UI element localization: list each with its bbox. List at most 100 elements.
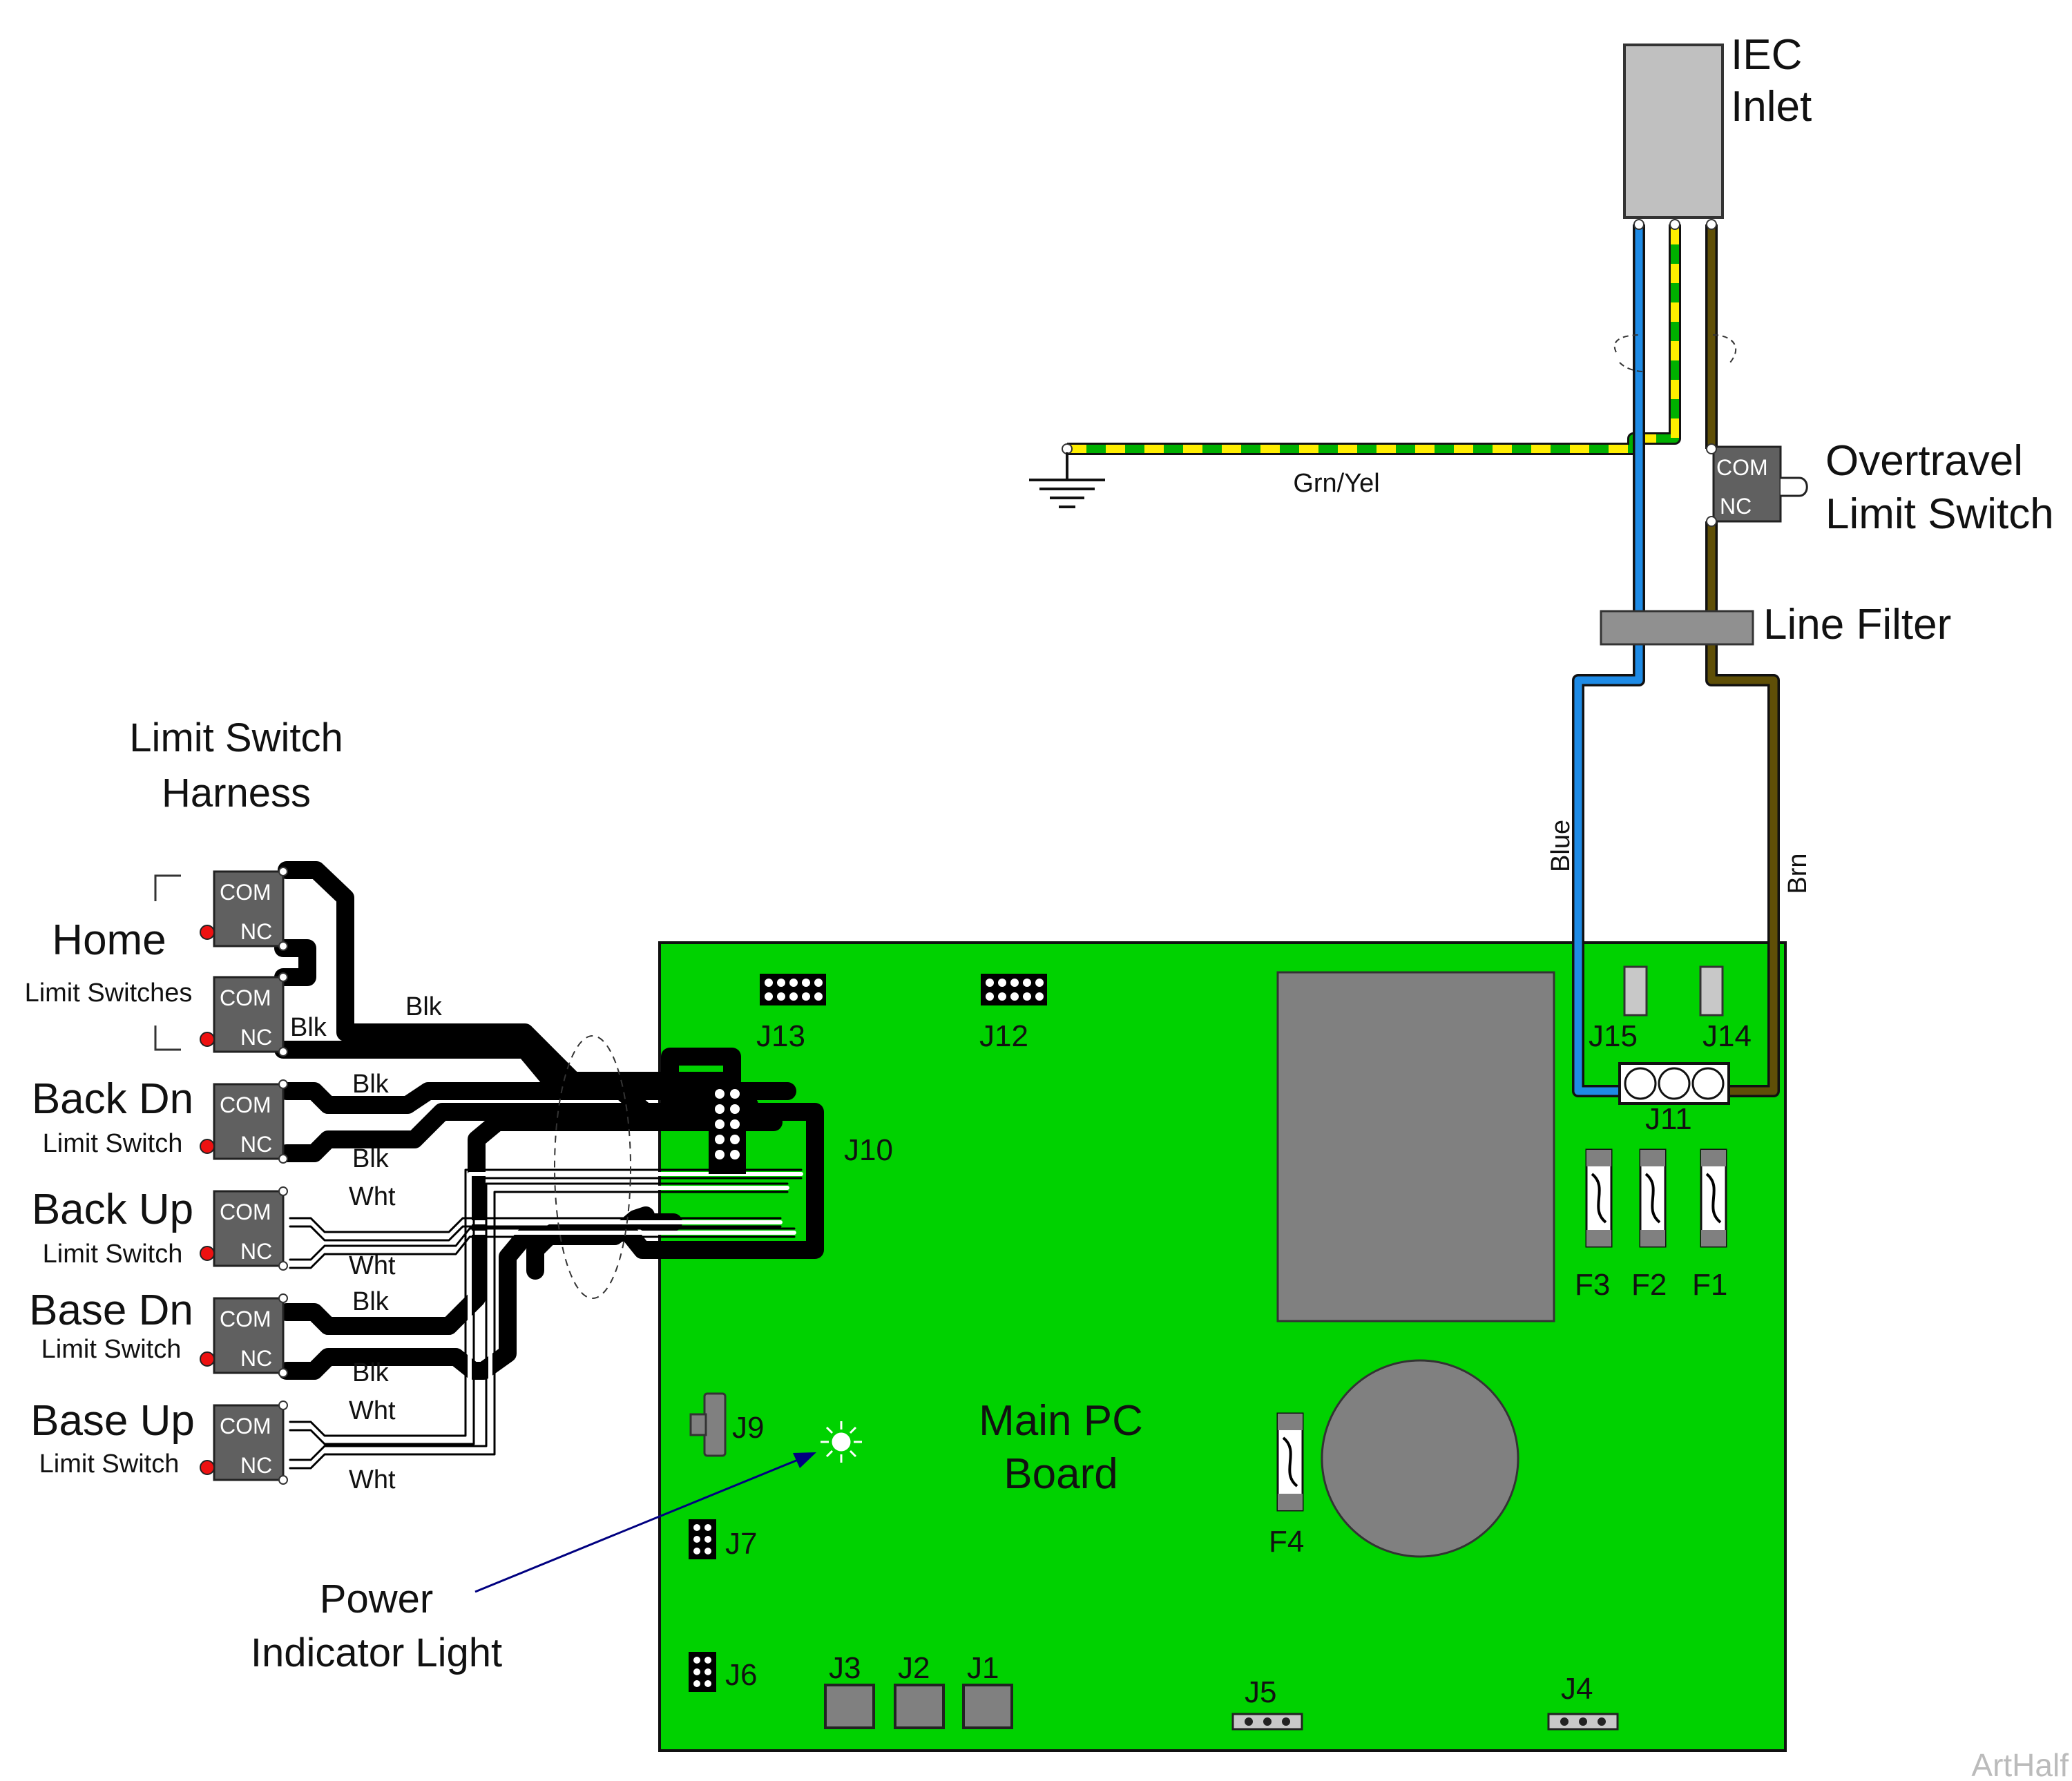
main-board-label-1: Main PC — [979, 1397, 1143, 1445]
base-up-switch-name: Base Up — [30, 1397, 195, 1445]
overtravel-label-2: Limit Switch — [1825, 490, 2054, 538]
j10-connector — [709, 1084, 746, 1174]
bundle-tie-harness — [554, 1035, 631, 1299]
brown-wire-label: Brn — [1783, 853, 1812, 894]
home-switch-sub: Limit Switches — [25, 979, 193, 1008]
j1-connector — [962, 1684, 1013, 1729]
blue-wire-label: Blue — [1546, 820, 1575, 872]
j6-header — [689, 1652, 716, 1692]
inlet-terminal-ground — [1669, 219, 1680, 230]
home-switch-name: Home — [52, 916, 166, 964]
back-dn-switch-name: Back Dn — [32, 1075, 193, 1123]
wire-label-blk-base-dn-nc: Blk — [352, 1358, 390, 1387]
wire-label-blk-home: Blk — [290, 1013, 327, 1042]
j2-label: J2 — [898, 1651, 930, 1685]
j6-label: J6 — [725, 1658, 757, 1692]
wire-label-wht-base-up-nc: Wht — [349, 1465, 396, 1494]
main-pc-board — [658, 941, 1787, 1752]
power-light-label-2: Indicator Light — [251, 1630, 502, 1675]
base-dn-switch-name: Base Dn — [29, 1287, 193, 1334]
back-up-switch-sub: Limit Switch — [43, 1240, 183, 1269]
j15-label: J15 — [1589, 1019, 1638, 1053]
watermark: ArtHalf — [1971, 1747, 2069, 1781]
wire-label-blk-back-dn-com: Blk — [352, 1070, 390, 1099]
j14-label: J14 — [1702, 1019, 1752, 1053]
fuse-f4 — [1276, 1412, 1304, 1512]
j13-header — [760, 974, 826, 1005]
wire-label-blk-back-dn-nc: Blk — [352, 1144, 390, 1173]
j11-label: J11 — [1645, 1102, 1692, 1136]
j4-connector — [1547, 1713, 1619, 1731]
back-dn-limit-switch — [200, 1079, 288, 1164]
home-2-com-label: COM — [220, 985, 271, 1010]
j3-label: J3 — [829, 1651, 861, 1685]
j5-connector — [1231, 1713, 1303, 1731]
f4-label: F4 — [1269, 1525, 1304, 1559]
ground-wire — [1067, 224, 1681, 455]
overtravel-limit-switch — [1706, 443, 1808, 527]
home-1-com-label: COM — [220, 880, 271, 905]
f1-label: F1 — [1692, 1268, 1727, 1302]
j2-connector — [894, 1684, 945, 1729]
blue-wire — [1572, 224, 1645, 1097]
j1-label: J1 — [967, 1651, 999, 1685]
base-up-limit-switch — [200, 1400, 288, 1485]
back-dn-nc-label: NC — [240, 1132, 272, 1157]
base-up-com-label: COM — [220, 1414, 271, 1438]
back-up-nc-label: NC — [240, 1239, 272, 1264]
ground-terminal — [1062, 443, 1073, 454]
back-up-limit-switch — [200, 1186, 288, 1271]
overtravel-nc-label: NC — [1720, 494, 1752, 519]
j7-label: J7 — [725, 1527, 757, 1561]
back-up-switch-name: Back Up — [32, 1186, 193, 1233]
base-dn-limit-switch — [200, 1293, 288, 1378]
base-dn-nc-label: NC — [240, 1346, 272, 1371]
base-dn-switch-sub: Limit Switch — [41, 1335, 182, 1364]
back-dn-switch-sub: Limit Switch — [43, 1129, 183, 1158]
j7-header — [689, 1519, 716, 1559]
j9-switch — [689, 1392, 727, 1457]
harness-title-2: Harness — [162, 771, 311, 816]
inlet-terminal-neutral — [1633, 219, 1644, 230]
j12-label: J12 — [979, 1019, 1028, 1053]
j11-connector — [1618, 1062, 1730, 1105]
j9-label: J9 — [732, 1411, 764, 1445]
main-board-label-2: Board — [1004, 1450, 1117, 1498]
j13-label: J13 — [756, 1019, 805, 1053]
j14-tab — [1699, 965, 1724, 1017]
home-bracket-bottom — [154, 1026, 181, 1051]
line-filter-label: Line Filter — [1763, 601, 1951, 648]
j3-connector — [824, 1684, 875, 1729]
wire-label-blk-base-dn-com: Blk — [352, 1287, 390, 1316]
wire-label-wht-base-up-com: Wht — [349, 1396, 396, 1425]
j5-label: J5 — [1245, 1675, 1276, 1709]
base-dn-com-label: COM — [220, 1307, 271, 1331]
wire-label-wht-back-up-com: Wht — [349, 1182, 396, 1211]
inlet-terminal-line — [1706, 219, 1717, 230]
back-up-com-label: COM — [220, 1200, 271, 1224]
j10-label: J10 — [844, 1133, 893, 1167]
harness-title-1: Limit Switch — [129, 715, 343, 760]
power-indicator-led — [821, 1421, 862, 1463]
home-limit-switch-1 — [200, 867, 288, 951]
power-light-label-1: Power — [320, 1577, 433, 1621]
iec-inlet-label-2: Inlet — [1731, 83, 1812, 131]
power-indicator-arrow — [474, 1452, 816, 1593]
f3-label: F3 — [1575, 1268, 1610, 1302]
back-dn-com-label: COM — [220, 1092, 271, 1117]
fuse-f3 — [1585, 1148, 1613, 1248]
home-2-nc-label: NC — [240, 1025, 272, 1050]
f2-label: F2 — [1631, 1268, 1667, 1302]
base-up-switch-sub: Limit Switch — [39, 1450, 180, 1479]
wire-label-wht-back-up-nc: Wht — [349, 1251, 396, 1280]
base-up-nc-label: NC — [240, 1453, 272, 1478]
board-chip — [1276, 971, 1555, 1322]
home-bracket-top — [154, 874, 181, 901]
iec-inlet — [1623, 44, 1724, 219]
j12-header — [981, 974, 1047, 1005]
wire-label-blk-trunk: Blk — [405, 992, 443, 1021]
home-limit-switch-2 — [200, 972, 288, 1057]
j4-label: J4 — [1561, 1672, 1593, 1706]
fuse-f2 — [1639, 1148, 1667, 1248]
